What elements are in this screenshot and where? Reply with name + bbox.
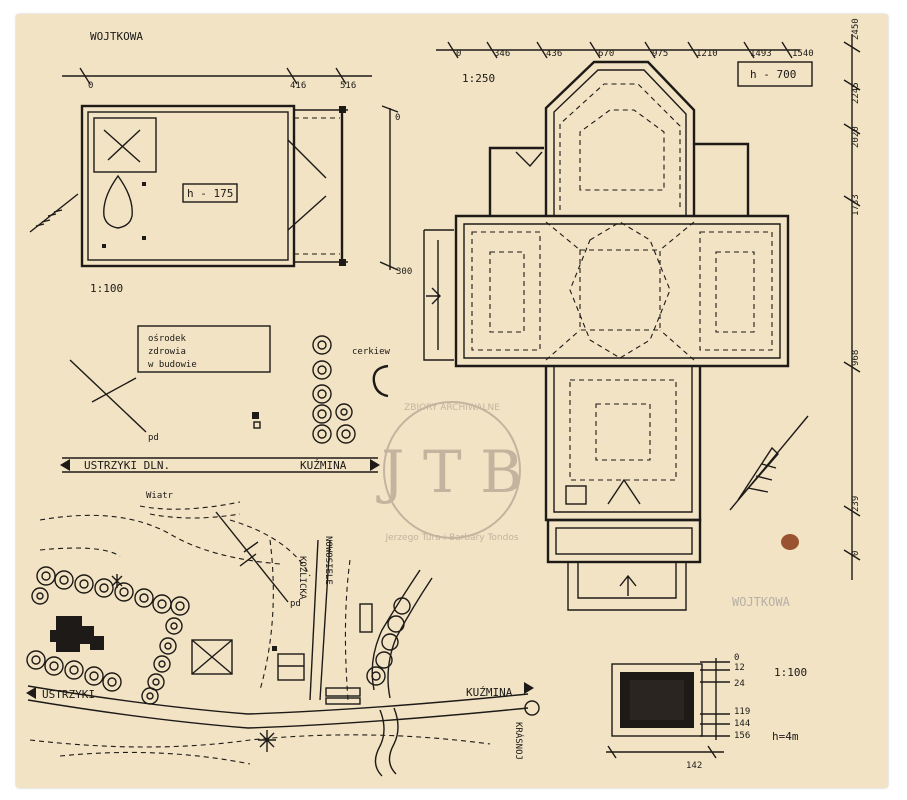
map-road-right: KUŹMINA <box>466 686 513 699</box>
road-label-left: USTRZYKI DLN. <box>84 459 170 472</box>
wind-label: Wiatr <box>146 491 174 501</box>
main-dim-right-4: 968 <box>851 350 861 366</box>
main-dim-top-2: 436 <box>546 49 562 59</box>
road-label-right: KUŹMINA <box>300 459 347 472</box>
main-dim-top-3: 670 <box>598 49 614 59</box>
side-road-1: KOZLICKA <box>297 556 307 600</box>
main-dim-top-4: 975 <box>652 49 668 59</box>
main-dim-top-6: 1493 <box>750 49 772 59</box>
archive-watermark: J T B ZBIORY ARCHIWALNE Jerzego Tura i B… <box>376 401 523 543</box>
pd-map-label: pd <box>290 599 301 609</box>
side-road-3: KRÁSNOJ <box>513 722 525 760</box>
ink-stain <box>781 534 799 550</box>
main-dim-right-6: 0 <box>851 551 861 556</box>
main-dim-right-0: 2450 <box>851 18 861 40</box>
map-road-left: USTRZYKI <box>42 688 95 701</box>
left-plan-height: h - 175 <box>187 187 233 200</box>
main-plan-scale: 1:250 <box>462 72 495 85</box>
tree-symbols <box>312 335 356 444</box>
church-plan: 0 346 436 670 975 1210 1493 1540 1:250 h… <box>423 18 861 611</box>
left-dim-side-0: 0 <box>395 113 400 123</box>
left-dim-top-0: 0 <box>88 81 93 91</box>
note-health-3: w budowie <box>148 360 197 370</box>
small-plan-height: h=4m <box>772 730 799 743</box>
main-dim-top-5: 1210 <box>696 49 718 59</box>
note-health-2: zdrowia <box>148 347 186 357</box>
watermark-bottom-text: Jerzego Tura i Barbary Tondos <box>384 533 518 543</box>
road-banner: USTRZYKI DLN. KUŹMINA <box>60 457 380 473</box>
watermark-monogram: J T B <box>376 438 522 506</box>
left-dim-top-1: 416 <box>290 81 306 91</box>
small-dim-2: 24 <box>734 679 745 689</box>
main-dim-right-3: 1733 <box>851 194 861 216</box>
main-dim-right-1: 2245 <box>851 82 861 104</box>
left-building-plan: 0 416 516 h - 175 0 300 <box>29 67 412 295</box>
cerkiew-label: cerkiew <box>352 347 391 357</box>
watermark-top-text: ZBIORY ARCHIWALNE <box>404 403 500 413</box>
main-dim-right-5: 239 <box>851 496 861 512</box>
small-building-plan: 0 12 24 119 144 156 142 1:100 h=4m <box>606 653 807 771</box>
small-plan-scale: 1:100 <box>774 666 807 679</box>
main-dim-top-0: 0 <box>456 49 461 59</box>
small-dim-bottom: 142 <box>686 761 702 771</box>
pd-label: pd <box>148 433 159 443</box>
site-legend: ośrodek zdrowia w budowie pd cerkiew <box>69 325 391 444</box>
title-left: WOJTKOWA <box>90 30 143 43</box>
left-dim-top-2: 516 <box>340 81 356 91</box>
main-plan-height: h - 700 <box>750 68 796 81</box>
note-health-1: ośrodek <box>148 333 187 344</box>
main-dim-top-1: 346 <box>494 49 510 59</box>
title-right-stamp: WOJTKOWA <box>732 595 791 609</box>
church-footprint <box>50 616 104 652</box>
small-dim-4: 144 <box>734 719 750 729</box>
left-dim-side-1: 300 <box>396 267 412 277</box>
site-map: Wiatr pd <box>26 491 540 777</box>
small-dim-3: 119 <box>734 707 750 717</box>
cerkiew-symbol <box>372 364 389 398</box>
main-dim-top-7: 1540 <box>792 49 814 59</box>
small-dim-5: 156 <box>734 731 750 741</box>
left-plan-scale: 1:100 <box>90 282 123 295</box>
small-dim-0: 0 <box>734 653 739 663</box>
side-road-2: NOWOSIELE <box>323 536 333 585</box>
main-dim-right-2: 2020 <box>851 126 861 148</box>
small-dim-1: 12 <box>734 663 745 673</box>
